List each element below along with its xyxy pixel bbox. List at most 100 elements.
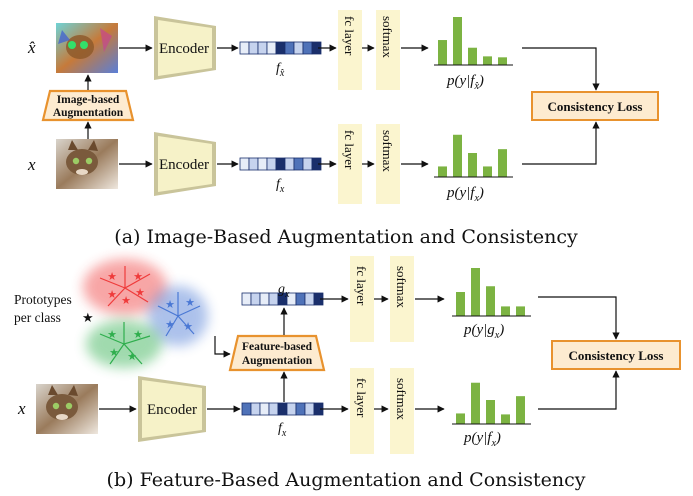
prototype-clusters: ★ ★ ★ ★ ★ ★ ★ ★ ★ ★ ★ ★ ★ [83, 259, 208, 368]
fc-layer-b-aug [350, 256, 374, 342]
softmax-label: softmax [380, 130, 395, 172]
histogram-bar [501, 306, 510, 316]
histogram-bar [498, 57, 507, 65]
feature-cell [302, 41, 313, 55]
svg-text:★: ★ [133, 328, 143, 341]
feature-cell [248, 157, 259, 171]
softmax-b-aug-label: softmax [394, 266, 409, 308]
feature-cell [268, 402, 279, 416]
feature-cell [284, 157, 295, 171]
feature-cell [259, 402, 270, 416]
histogram-bar [468, 47, 477, 65]
svg-text:★: ★ [183, 320, 193, 333]
feature-cell [286, 402, 297, 416]
input-aug-label: x̂ [27, 38, 36, 57]
prototypes-label-1: Prototypes [14, 292, 72, 307]
feature-cell [275, 157, 286, 171]
consistency-loss-b-label: Consistency Loss [569, 348, 664, 363]
svg-text:★: ★ [165, 318, 175, 331]
feature-vector-b [241, 402, 324, 416]
histogram-bar [516, 306, 525, 316]
svg-text:★: ★ [185, 296, 195, 309]
distribution-b-aug [452, 268, 531, 317]
histogram-bar [483, 56, 492, 65]
feature-label: fx [276, 177, 285, 195]
distribution [434, 134, 513, 178]
feature-cell [239, 41, 250, 55]
distribution-aug [434, 17, 513, 66]
encoder-label: Encoder [159, 157, 209, 173]
svg-text:★: ★ [133, 270, 143, 283]
caption-a: (a) Image-Based Augmentation and Consist… [114, 226, 578, 248]
svg-text:★: ★ [135, 286, 145, 299]
feature-cell [257, 41, 268, 55]
softmax-b-label: softmax [394, 378, 409, 420]
feature-b-label: fx [278, 421, 287, 439]
feature-cell [284, 41, 295, 55]
histogram-bar [438, 40, 447, 65]
histogram-bar [516, 396, 525, 424]
feature-cell [295, 292, 306, 306]
histogram-bar [453, 17, 462, 65]
prototypes-label-2: per class [14, 310, 61, 325]
prototype-star-icon: ★ [82, 311, 94, 326]
distribution-b [452, 382, 531, 425]
feature-cell [250, 292, 261, 306]
feature-cell [266, 41, 277, 55]
svg-text:★: ★ [107, 270, 117, 283]
feature-cell [293, 41, 304, 55]
svg-text:★: ★ [121, 294, 131, 307]
svg-text:★: ★ [127, 350, 137, 363]
part-a: x̂ x Image-based Augmentation [27, 10, 659, 248]
dist-b-label: p(y|fx) [463, 430, 501, 449]
softmax-aug [376, 10, 400, 90]
feature-cell [277, 402, 288, 416]
input-image-b [36, 384, 98, 434]
histogram-bar [471, 268, 480, 316]
softmax-aug-label: softmax [380, 16, 395, 58]
encoder-b-label: Encoder [147, 402, 197, 418]
fc-layer-b [350, 368, 374, 454]
caption-b: (b) Feature-Based Augmentation and Consi… [107, 469, 586, 491]
histogram-bar [483, 166, 492, 177]
softmax [376, 124, 400, 204]
dist-label: p(y|fx) [446, 185, 484, 204]
feature-cell [250, 402, 261, 416]
image-aug-box [41, 89, 135, 122]
feature-aug-label-2: Augmentation [242, 355, 313, 367]
fc-layer-aug-label: fc layer [342, 16, 357, 56]
feature-vector-aug [239, 41, 322, 55]
feature-cell [257, 157, 268, 171]
feature-cell [304, 292, 315, 306]
feature-cell [295, 402, 306, 416]
histogram-bar [468, 153, 477, 177]
histogram-bar [453, 134, 462, 177]
fc-layer-b-aug-label: fc layer [354, 266, 369, 306]
feature-cell [275, 41, 286, 55]
consistency-loss-a [531, 91, 659, 121]
feature-aug-label: fx̂ [276, 61, 285, 79]
augmented-image [56, 23, 118, 73]
fc-layer-aug [338, 10, 362, 90]
feature-vector-b-aug [241, 292, 324, 306]
svg-text:★: ★ [109, 346, 119, 359]
svg-text:★: ★ [107, 288, 117, 301]
fc-layer-b-label: fc layer [354, 378, 369, 418]
encoder-aug-label: Encoder [159, 41, 209, 57]
histogram-bar [456, 292, 465, 316]
consistency-loss-b [551, 340, 681, 370]
encoder-b: Encoder [138, 376, 206, 442]
histogram-bar [486, 400, 495, 424]
input-label: x [27, 155, 36, 174]
histogram-bar [471, 382, 480, 424]
input-image [56, 139, 118, 189]
histogram-bar [438, 166, 447, 177]
encoder: Encoder [154, 132, 216, 196]
feature-aug-box [228, 334, 326, 372]
feature-cell [268, 292, 279, 306]
dist-b-aug-label: p(y|gx) [463, 322, 504, 341]
feature-vector [239, 157, 322, 171]
input-label-b: x [17, 399, 26, 418]
softmax-b-aug [390, 256, 414, 342]
